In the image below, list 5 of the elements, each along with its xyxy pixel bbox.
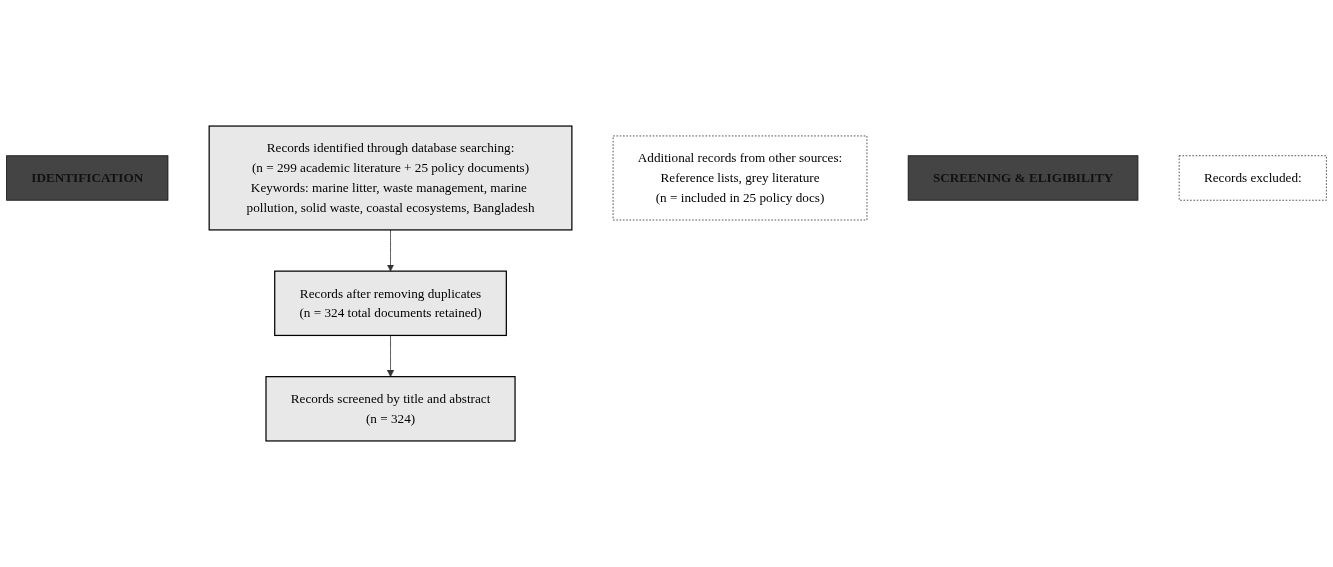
node-box: Records identified through database searching: (n = 299 academic literature + 25 policy documents) Keywords: marine litter, waste management, marine pollution, solid waste, coastal ecosystems, Bangladesh xyxy=(208,125,573,231)
node-box: Additional records from other sources: Reference lists, grey literature (n = included in 25 policy docs) xyxy=(612,135,868,221)
node-box: Records screened by title and abstract (n = 324) xyxy=(265,376,516,442)
node-box: Records after removing duplicates (n = 324 total documents retained) xyxy=(274,270,507,337)
node-box: Records excluded: xyxy=(1178,155,1327,201)
